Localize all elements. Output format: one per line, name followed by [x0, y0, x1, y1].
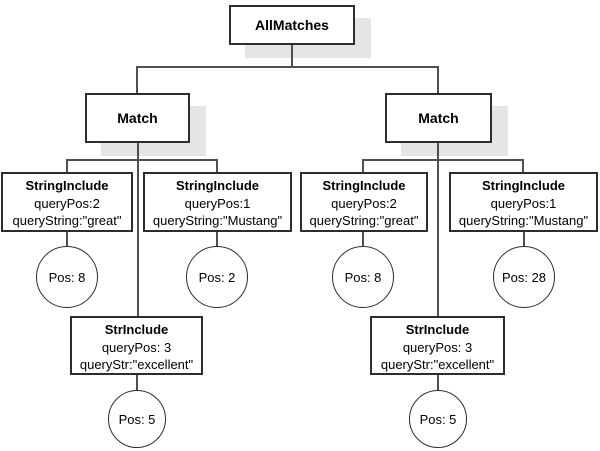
node-title: StringInclude [481, 178, 566, 193]
node-title: StrInclude [405, 322, 470, 337]
pos-label: Pos: 8 [48, 269, 86, 285]
node-allmatches-label: AllMatches [255, 17, 329, 33]
node-strinclude-right: StrInclude queryPos: 3 queryStr:"excelle… [370, 316, 505, 375]
node-pos-left-2: Pos: 2 [186, 246, 248, 308]
node-attr-querystr: queryStr:"excellent" [79, 357, 194, 372]
node-pos-left-1: Pos: 8 [36, 246, 98, 308]
node-attr-querypos: queryPos: 3 [101, 339, 172, 355]
node-attr-querypos: queryPos:1 [184, 195, 251, 211]
pos-label: Pos: 28 [501, 269, 547, 285]
node-pos-right-2: Pos: 28 [493, 246, 555, 308]
node-stringinclude-left-2: StringInclude queryPos:1 queryString:"Mu… [143, 172, 292, 232]
pos-label: Pos: 5 [118, 411, 156, 427]
node-attr-querystring: queryString:"great" [12, 213, 122, 228]
node-allmatches: AllMatches [229, 5, 355, 45]
node-attr-querypos: queryPos:2 [331, 195, 397, 211]
node-attr-querypos: queryPos:2 [34, 195, 100, 211]
node-attr-querystring: queryString:"Mustang" [458, 213, 589, 228]
node-title: StringInclude [175, 178, 260, 193]
node-attr-querypos: queryPos:1 [490, 195, 557, 211]
node-match-left-label: Match [117, 110, 158, 126]
node-match-right-label: Match [418, 110, 459, 126]
node-attr-querystring: queryString:"Mustang" [152, 213, 283, 228]
pos-label: Pos: 8 [344, 269, 382, 285]
node-stringinclude-right-2: StringInclude queryPos:1 queryString:"Mu… [449, 172, 598, 232]
node-stringinclude-left-1: StringInclude queryPos:2 queryString:"gr… [1, 172, 133, 232]
node-title: StringInclude [25, 178, 109, 193]
node-title: StringInclude [322, 178, 406, 193]
node-stringinclude-right-1: StringInclude queryPos:2 queryString:"gr… [300, 172, 428, 232]
node-attr-querystring: queryString:"great" [309, 213, 419, 228]
node-match-left: Match [85, 93, 190, 143]
node-attr-querystr: queryStr:"excellent" [380, 357, 495, 372]
pos-label: Pos: 2 [198, 269, 236, 285]
pos-label: Pos: 5 [419, 411, 457, 427]
node-pos-right-bottom: Pos: 5 [409, 390, 467, 448]
node-match-right: Match [385, 93, 492, 143]
node-pos-right-1: Pos: 8 [332, 246, 394, 308]
node-pos-left-bottom: Pos: 5 [108, 390, 166, 448]
node-title: StrInclude [104, 322, 169, 337]
node-attr-querypos: queryPos: 3 [402, 339, 473, 355]
node-strinclude-left: StrInclude queryPos: 3 queryStr:"excelle… [70, 316, 203, 375]
